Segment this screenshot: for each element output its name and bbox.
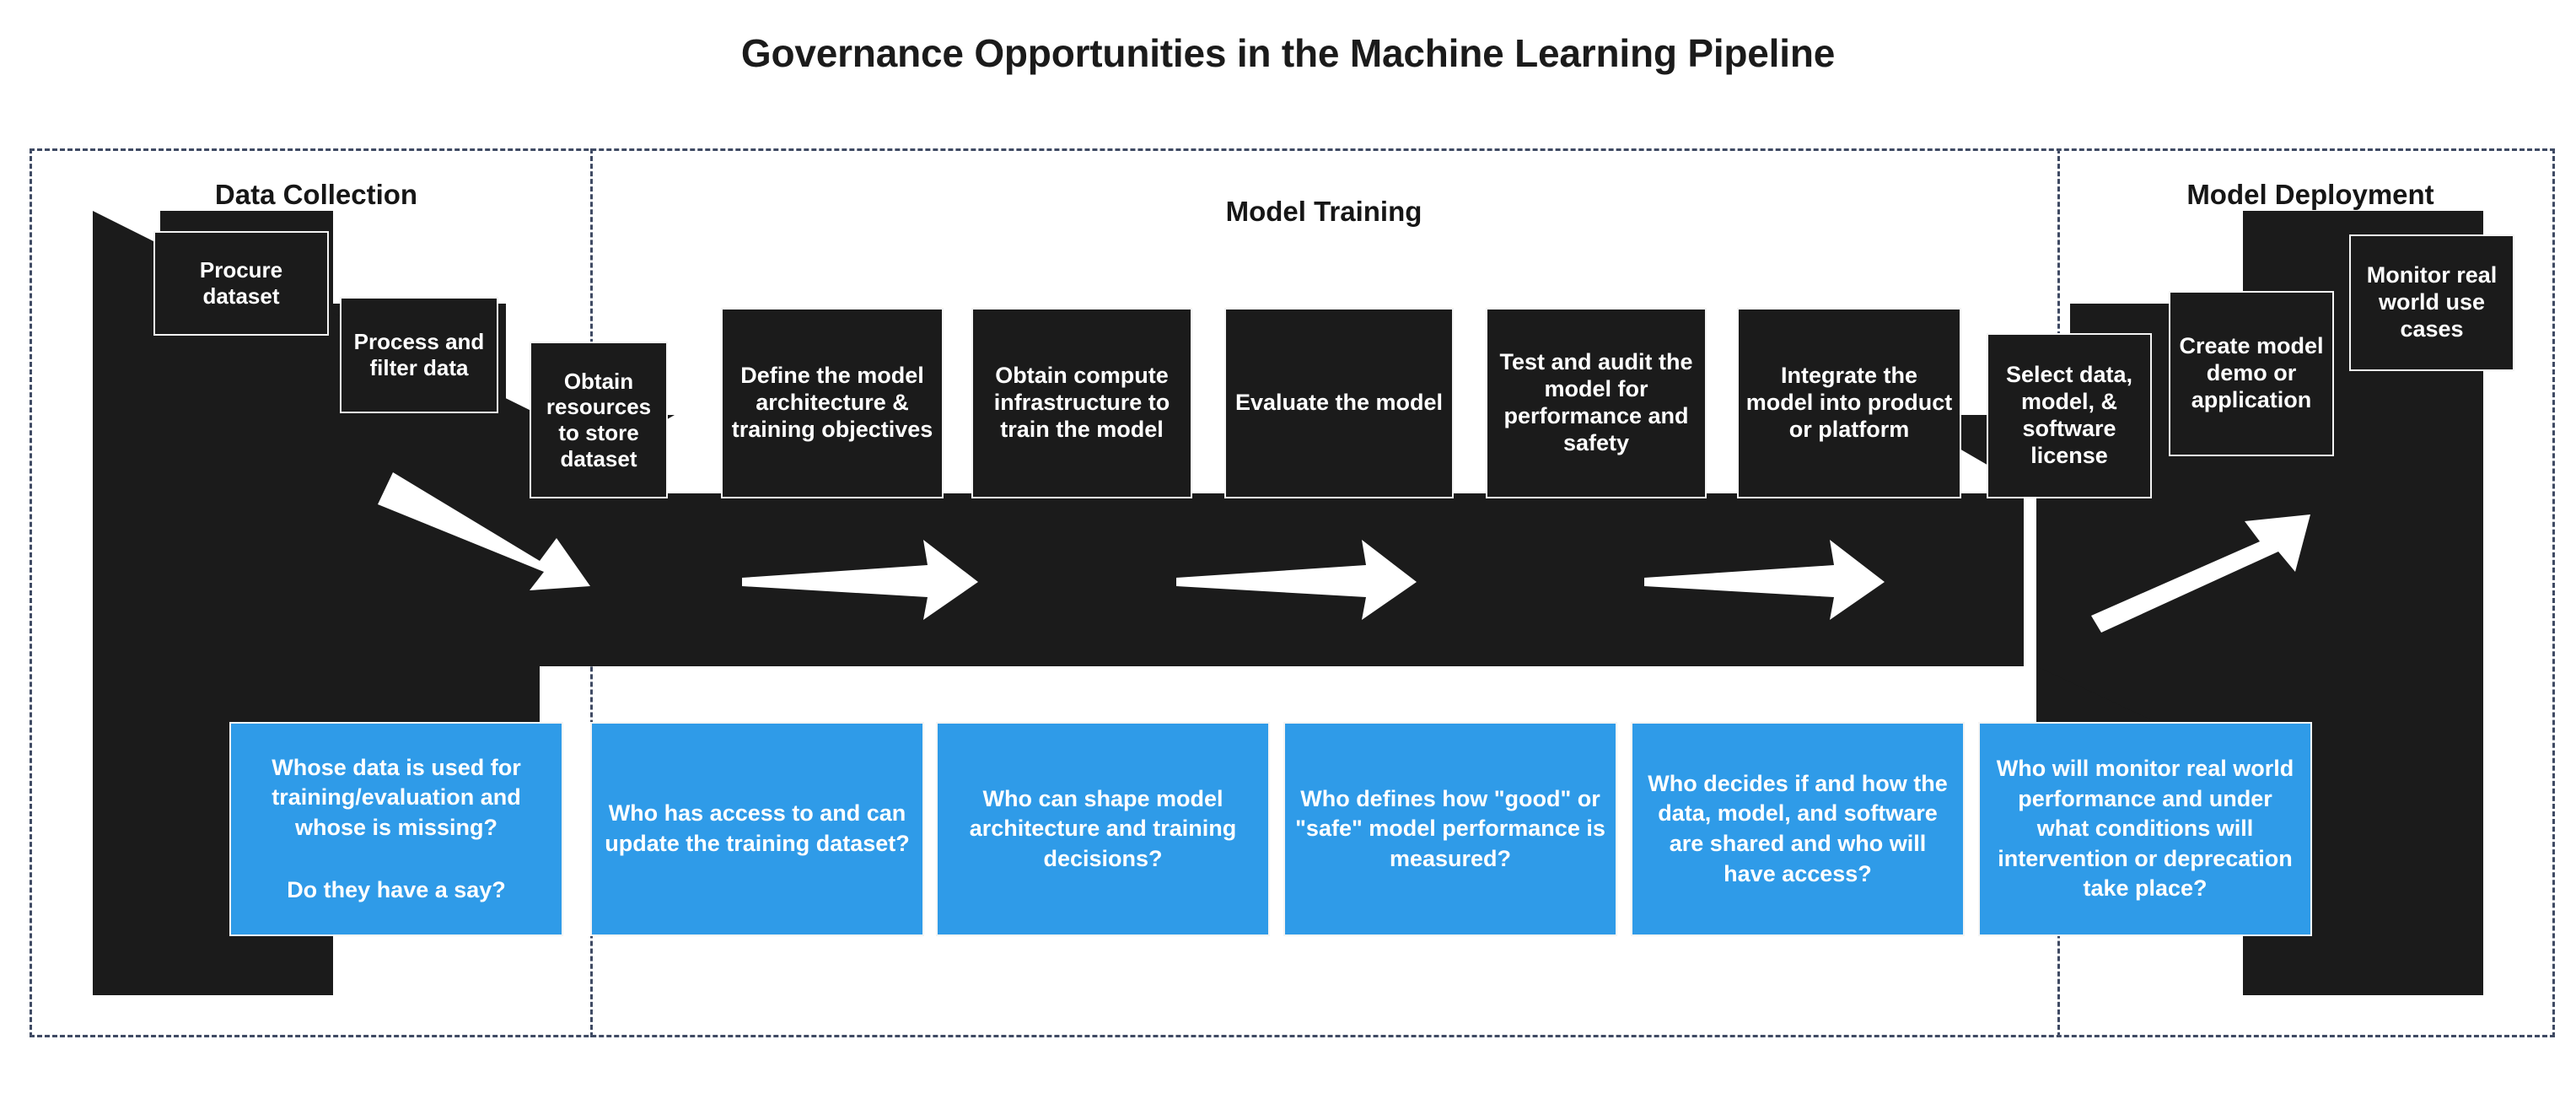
step-box-select-license[interactable]: Select data, model, & software license: [1987, 333, 2152, 498]
phase-heading-model-training: Model Training: [1225, 196, 1422, 227]
step-box-procure-dataset[interactable]: Procure dataset: [153, 231, 329, 336]
question-box-monitor-intervention[interactable]: Who will monitor real world performance …: [1978, 722, 2312, 936]
step-box-define-architecture[interactable]: Define the model architecture & training…: [721, 308, 944, 498]
question-box-whose-data[interactable]: Whose data is used for training/evaluati…: [229, 722, 563, 936]
page-title: Governance Opportunities in the Machine …: [740, 31, 1836, 75]
pipeline-frame: [30, 148, 2555, 1037]
question-box-sharing-access[interactable]: Who decides if and how the data, model, …: [1631, 722, 1965, 936]
question-line: Who will monitor real world performance …: [1996, 755, 2294, 902]
question-line: Who defines how "good" or "safe" model p…: [1295, 785, 1605, 871]
phase-heading-model-deployment: Model Deployment: [2186, 179, 2434, 210]
phase-heading-data-collection: Data Collection: [214, 179, 418, 210]
step-box-process-filter-data[interactable]: Process and filter data: [340, 297, 498, 413]
step-box-evaluate-model[interactable]: Evaluate the model: [1224, 308, 1454, 498]
step-box-integrate-model[interactable]: Integrate the model into product or plat…: [1737, 308, 1961, 498]
question-line: Who has access to and can update the tra…: [605, 800, 910, 856]
question-line: Who can shape model architecture and tra…: [969, 785, 1237, 871]
question-line: Do they have a say?: [287, 876, 506, 902]
question-line: Who decides if and how the data, model, …: [1648, 770, 1948, 886]
step-box-monitor-use-cases[interactable]: Monitor real world use cases: [2349, 234, 2514, 371]
step-box-create-demo[interactable]: Create model demo or application: [2169, 291, 2334, 456]
step-box-obtain-resources[interactable]: Obtain resources to store dataset: [530, 342, 668, 498]
question-line: Whose data is used for training/evaluati…: [272, 754, 521, 840]
step-box-obtain-compute[interactable]: Obtain compute infrastructure to train t…: [971, 308, 1192, 498]
step-box-test-audit-model[interactable]: Test and audit the model for performance…: [1486, 308, 1707, 498]
question-box-define-performance[interactable]: Who defines how "good" or "safe" model p…: [1283, 722, 1617, 936]
question-box-dataset-access[interactable]: Who has access to and can update the tra…: [590, 722, 924, 936]
question-box-shape-architecture[interactable]: Who can shape model architecture and tra…: [936, 722, 1270, 936]
